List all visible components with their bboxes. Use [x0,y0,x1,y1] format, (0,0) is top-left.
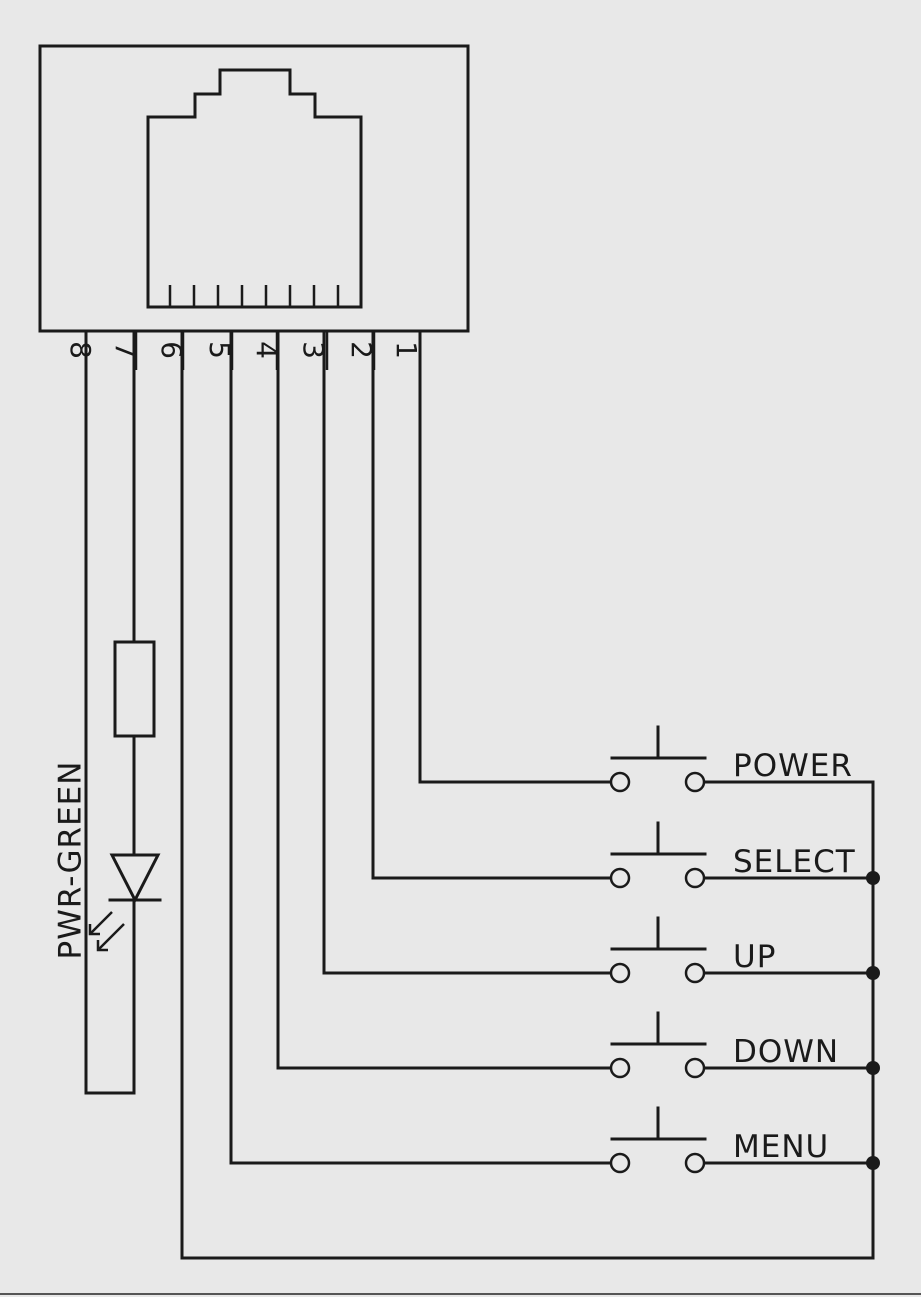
button-up: UP [609,916,776,984]
pin-number-4: 4 [250,341,283,359]
junction-dots [866,871,880,1170]
wire-pin-5 [229,329,612,1165]
button-menu: MENU [609,1106,829,1174]
button-label-menu: MENU [733,1129,829,1165]
button-label-select: SELECT [733,844,856,880]
light-emission-arrows-icon [88,911,125,952]
wire-pin-1 [418,329,612,784]
pin-number-5: 5 [203,341,236,359]
led-diode [88,853,162,952]
pin-number-3: 3 [297,341,330,359]
pin-number-1: 1 [390,341,423,359]
jack-contacts [168,285,340,307]
junction-dot [866,1156,880,1170]
pin-number-6: 6 [155,341,188,359]
button-label-up: UP [733,939,776,975]
pin-number-7: 7 [109,341,142,359]
button-power: POWER [609,725,853,793]
junction-dot [866,966,880,980]
resistor [113,640,156,738]
pin-number-2: 2 [345,341,378,359]
junction-dot [866,871,880,885]
wires [84,329,875,1260]
wire-pin-4 [276,329,612,1070]
wire-pin-8 [84,329,136,1095]
rj45-connector [38,44,470,333]
pin-number-8: 8 [64,341,97,359]
wire-pin-6-common [180,329,875,1260]
button-label-down: DOWN [733,1034,839,1070]
wire-pin-2 [371,329,612,880]
button-down: DOWN [609,1011,839,1079]
led-triangle-icon [109,853,161,904]
junction-dot [866,1061,880,1075]
led-label: PWR-GREEN [53,761,89,960]
wire-pin-3 [322,329,612,975]
connector-housing [38,44,470,333]
jack-opening [146,68,363,309]
pin-numbers: 8 7 6 5 4 3 2 1 [64,341,423,359]
button-select: SELECT [609,821,856,889]
button-label-power: POWER [733,748,853,784]
